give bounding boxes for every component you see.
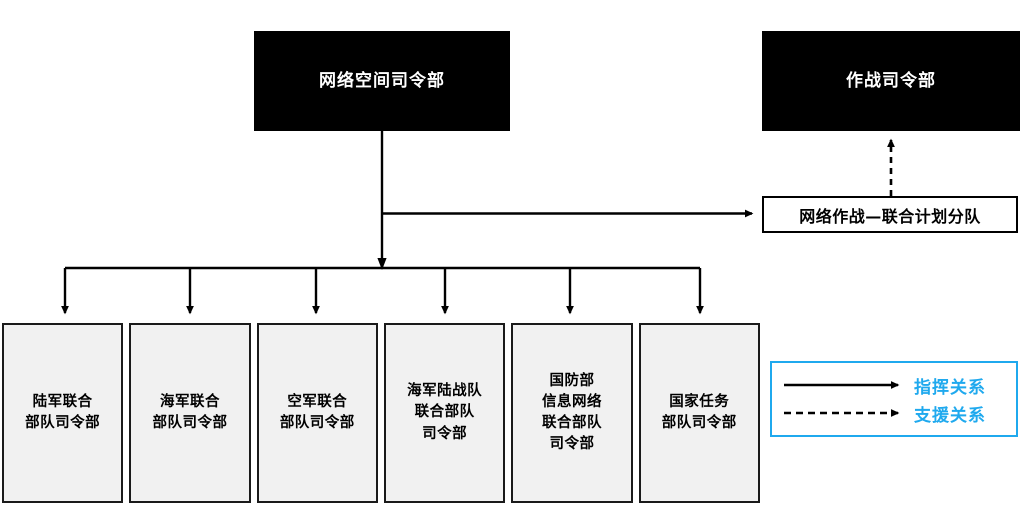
node-dodin-joint-force-hq[interactable]: 国防部 信息网络 联合部队 司令部 <box>511 323 633 503</box>
node-joint-planning-element[interactable]: 网络作战—联合计划分队 <box>762 196 1018 233</box>
legend-item-command-relationship: 指挥关系 <box>782 371 1006 399</box>
node-combatant-command-label: 作战司令部 <box>846 70 936 91</box>
dashed-arrow-icon <box>782 403 908 423</box>
node-army-joint-force-hq[interactable]: 陆军联合 部队司令部 <box>2 323 124 503</box>
component-box-row: 陆军联合 部队司令部 海军联合 部队司令部 空军联合 部队司令部 海军陆战队 联… <box>2 323 760 503</box>
legend-label-command-relationship: 指挥关系 <box>914 377 986 398</box>
legend-label-support-relationship: 支援关系 <box>914 405 986 426</box>
node-marine-corps-joint-force-hq[interactable]: 海军陆战队 联合部队 司令部 <box>383 323 506 503</box>
node-dodin-joint-force-hq-label: 国防部 信息网络 联合部队 司令部 <box>541 372 602 453</box>
node-air-force-joint-force-hq-label: 空军联合 部队司令部 <box>279 393 355 431</box>
node-national-mission-force-hq[interactable]: 国家任务 部队司令部 <box>638 323 760 503</box>
node-cyberspace-command-label: 网络空间司令部 <box>319 70 445 91</box>
legend-item-support-relationship: 支援关系 <box>782 399 1006 427</box>
node-marine-corps-joint-force-hq-label: 海军陆战队 联合部队 司令部 <box>407 383 483 442</box>
node-joint-planning-element-label: 网络作战—联合计划分队 <box>799 206 981 226</box>
node-combatant-command[interactable]: 作战司令部 <box>762 31 1020 131</box>
node-air-force-joint-force-hq[interactable]: 空军联合 部队司令部 <box>256 323 378 503</box>
node-navy-joint-force-hq[interactable]: 海军联合 部队司令部 <box>129 323 251 503</box>
node-national-mission-force-hq-label: 国家任务 部队司令部 <box>661 393 737 431</box>
solid-arrow-icon <box>782 375 908 395</box>
node-cyberspace-command[interactable]: 网络空间司令部 <box>254 31 510 131</box>
node-army-joint-force-hq-label: 陆军联合 部队司令部 <box>25 393 101 431</box>
node-navy-joint-force-hq-label: 海军联合 部队司令部 <box>152 393 228 431</box>
legend-panel: 指挥关系 支援关系 <box>770 361 1018 437</box>
